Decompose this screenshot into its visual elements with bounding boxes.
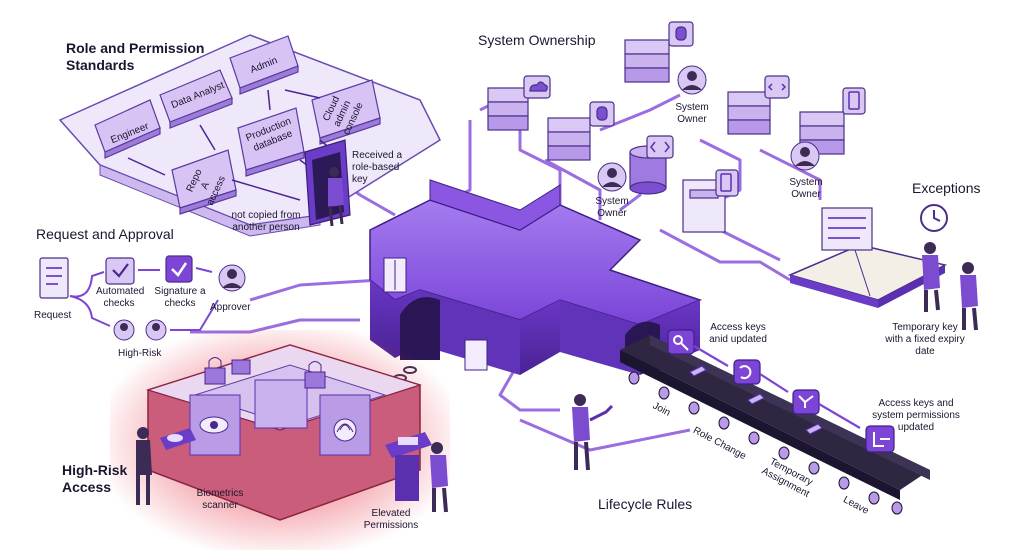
server-stack-4 (727, 91, 771, 135)
clock-icon (920, 204, 948, 232)
system-updated-label: Access keys and system permissions updat… (872, 398, 960, 433)
server-stack-1 (487, 87, 529, 131)
approver-label: Approver (210, 302, 251, 313)
ownership-title: System Ownership (478, 32, 596, 48)
exceptions-book (787, 207, 948, 308)
highrisk-title: High-Risk Access (62, 462, 128, 495)
owner-label-2: System Owner (595, 196, 629, 219)
checklist-icon (39, 257, 69, 299)
lifecycle-worker (572, 394, 614, 471)
biometrics-scanner (136, 427, 196, 505)
database-cylinder (629, 145, 667, 195)
exception-workers (922, 242, 978, 331)
lock-icon (204, 357, 326, 389)
person-icon (597, 162, 627, 192)
code-icon (764, 75, 790, 99)
checkmark-icon (165, 255, 193, 283)
role-cards (94, 35, 381, 215)
worker-door (328, 167, 344, 227)
elevated-label: Elevated Permissions (363, 508, 419, 531)
fingerprint-icon (333, 418, 357, 442)
owner-label-3: System Owner (789, 177, 823, 200)
not-copied-note: not copied from another person (231, 210, 301, 233)
person-icon (790, 141, 820, 171)
conveyor-keys (689, 365, 823, 435)
temp-key-label: Temporary key with a fixed expiry date (885, 322, 965, 357)
checklist-icon (105, 257, 135, 285)
conveyor-rollers (628, 371, 903, 515)
server-stacks (487, 39, 845, 233)
signature-label: Signature a checks (154, 286, 206, 309)
automated-label: Automated checks (96, 286, 145, 309)
received-key-note: Received a role-based key (352, 150, 403, 185)
refresh-icon (733, 359, 761, 385)
code-glyphs (650, 83, 860, 192)
keys-updated-label: Access keys anid updated (709, 322, 767, 345)
biometrics-label: Biometrics scanner (196, 488, 244, 511)
exceptions-title: Exceptions (912, 180, 981, 196)
highrisk-label: High-Risk (118, 348, 162, 359)
request-label: Request (34, 310, 72, 321)
person-icon (218, 264, 246, 292)
request-title: Request and Approval (36, 226, 174, 242)
server-stack-2 (547, 117, 591, 161)
lifecycle-arrows (693, 345, 861, 429)
lifecycle-badge-glyphs (673, 335, 890, 447)
lifecycle-title: Lifecycle Rules (598, 496, 693, 512)
code-icon-2 (646, 135, 674, 159)
owner-label-1: System Owner (675, 102, 709, 125)
request-flow (39, 255, 246, 341)
person-icon (677, 65, 707, 95)
roles-title: Role and Permission Standards (66, 40, 205, 73)
server-stack-3 (624, 39, 670, 83)
elevated-permissions-console (385, 432, 448, 513)
owner-avatars (597, 65, 820, 192)
